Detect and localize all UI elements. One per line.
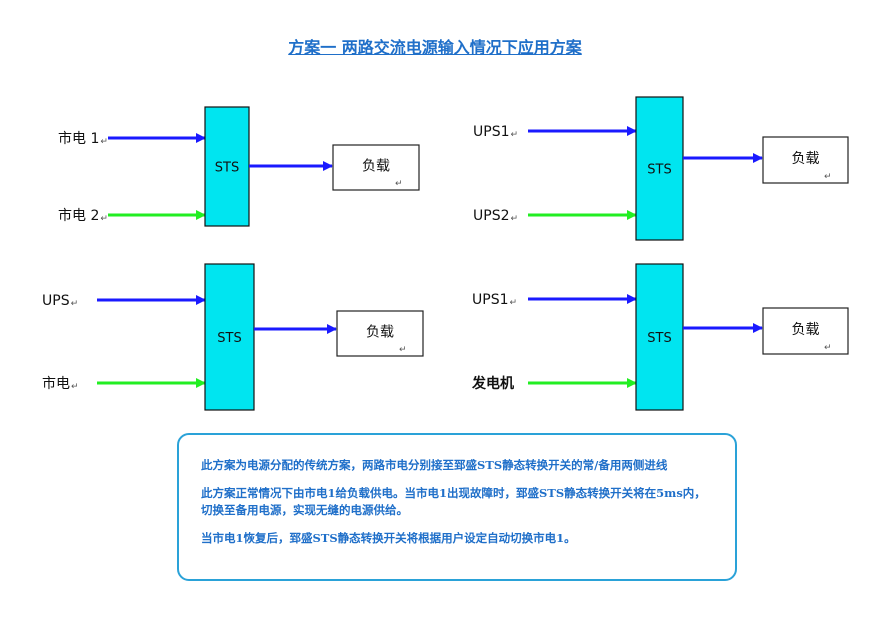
- description-paragraph-1: 此方案为电源分配的传统方案，两路市电分别接至郅盛STS静态转换开关的常/备用两侧…: [201, 458, 668, 472]
- return-mark: ↵: [824, 172, 832, 182]
- return-mark: ↵: [510, 130, 518, 140]
- input-1-label: UPS1: [473, 124, 509, 140]
- input-1-label: UPS1: [472, 292, 508, 308]
- load-box: [762, 136, 849, 184]
- page-title-text: 方案一 两路交流电源输入情况下应用方案: [288, 38, 582, 57]
- load-label: 负载: [366, 325, 394, 341]
- input-2-label: 市电: [42, 375, 70, 392]
- sts-switch-box: [204, 263, 255, 411]
- return-mark: ↵: [824, 343, 832, 353]
- sts-switch-box: [635, 96, 684, 241]
- return-mark: ↵: [399, 345, 407, 355]
- input-2-label: 市电 2: [58, 207, 99, 224]
- sts-switch-box: [635, 263, 684, 411]
- load-label: 负载: [792, 322, 820, 338]
- input-1-label: UPS: [42, 293, 70, 309]
- description-paragraph-3: 当市电1恢复后，郅盛STS静态转换开关将根据用户设定自动切换市电1。: [201, 531, 576, 545]
- page-title: 方案一 两路交流电源输入情况下应用方案: [0, 34, 870, 58]
- load-box: [336, 310, 424, 357]
- return-mark: ↵: [510, 214, 518, 224]
- sts-label: STS: [647, 163, 671, 178]
- input-1-label: 市电 1: [58, 130, 99, 147]
- sts-label: STS: [647, 331, 671, 346]
- return-mark: ↵: [71, 382, 79, 392]
- sts-label: STS: [215, 161, 239, 176]
- input-2-label: UPS2: [473, 208, 509, 224]
- return-mark: ↵: [395, 179, 403, 189]
- return-mark: ↵: [100, 214, 108, 224]
- input-2-label: 发电机: [471, 375, 514, 392]
- description-box: 此方案为电源分配的传统方案，两路市电分别接至郅盛STS静态转换开关的常/备用两侧…: [177, 433, 737, 581]
- load-label: 负载: [792, 151, 820, 167]
- description-paragraph-2: 此方案正常情况下由市电1给负载供电。当市电1出现故障时，郅盛STS静态转换开关将…: [201, 486, 706, 517]
- return-mark: ↵: [100, 137, 108, 147]
- sts-label: STS: [217, 331, 241, 346]
- return-mark: ↵: [509, 298, 517, 308]
- load-label: 负载: [362, 159, 390, 175]
- return-mark: ↵: [71, 299, 79, 309]
- sts-panel-4: UPS1 发电机 ↵ STS 负载 ↵: [471, 263, 849, 411]
- load-box: [762, 307, 849, 355]
- load-box: [332, 144, 420, 191]
